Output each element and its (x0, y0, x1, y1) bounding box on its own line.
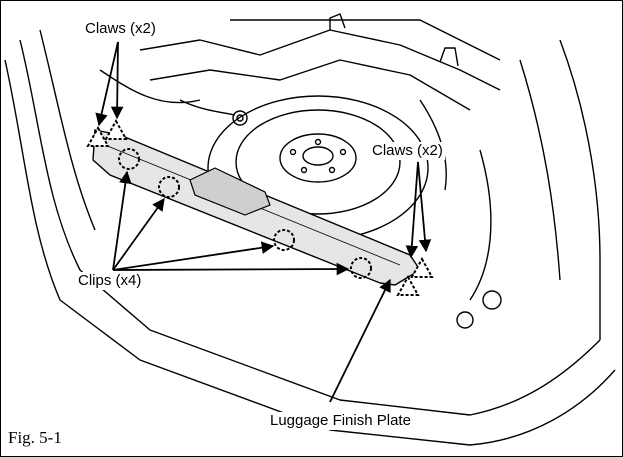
leader-claws-right-1 (405, 161, 419, 259)
clip-marker-3 (273, 229, 295, 251)
figure-number: Fig. 5-1 (8, 428, 62, 447)
leader-clip-3 (112, 241, 275, 271)
luggage-finish-plate (92, 129, 421, 286)
leader-clip-1 (112, 170, 132, 271)
leader-clip-4 (112, 262, 350, 276)
clip-marker-4 (350, 257, 372, 279)
clip-markers (118, 148, 372, 279)
claw-marker-2 (104, 118, 128, 140)
claw-marker-1 (86, 125, 110, 147)
claws-right-label: Claws (x2) (370, 142, 445, 160)
claw-marker-3 (410, 256, 434, 278)
clips-label: Clips (x4) (76, 272, 144, 290)
claws-left-label: Claws (x2) (83, 20, 158, 38)
leader-claws-left-1 (95, 41, 119, 127)
luggage-finish-plate-label: Luggage Finish Plate (268, 412, 413, 430)
clip-marker-1 (118, 148, 140, 170)
leader-claws-left-2 (110, 41, 124, 120)
leader-lines (95, 41, 432, 403)
leader-plate (329, 278, 391, 403)
claw-marker-4 (396, 274, 420, 296)
leader-clip-2 (112, 197, 165, 271)
clip-marker-2 (158, 176, 180, 198)
leader-claws-right-2 (417, 161, 432, 253)
claw-markers (86, 118, 434, 296)
